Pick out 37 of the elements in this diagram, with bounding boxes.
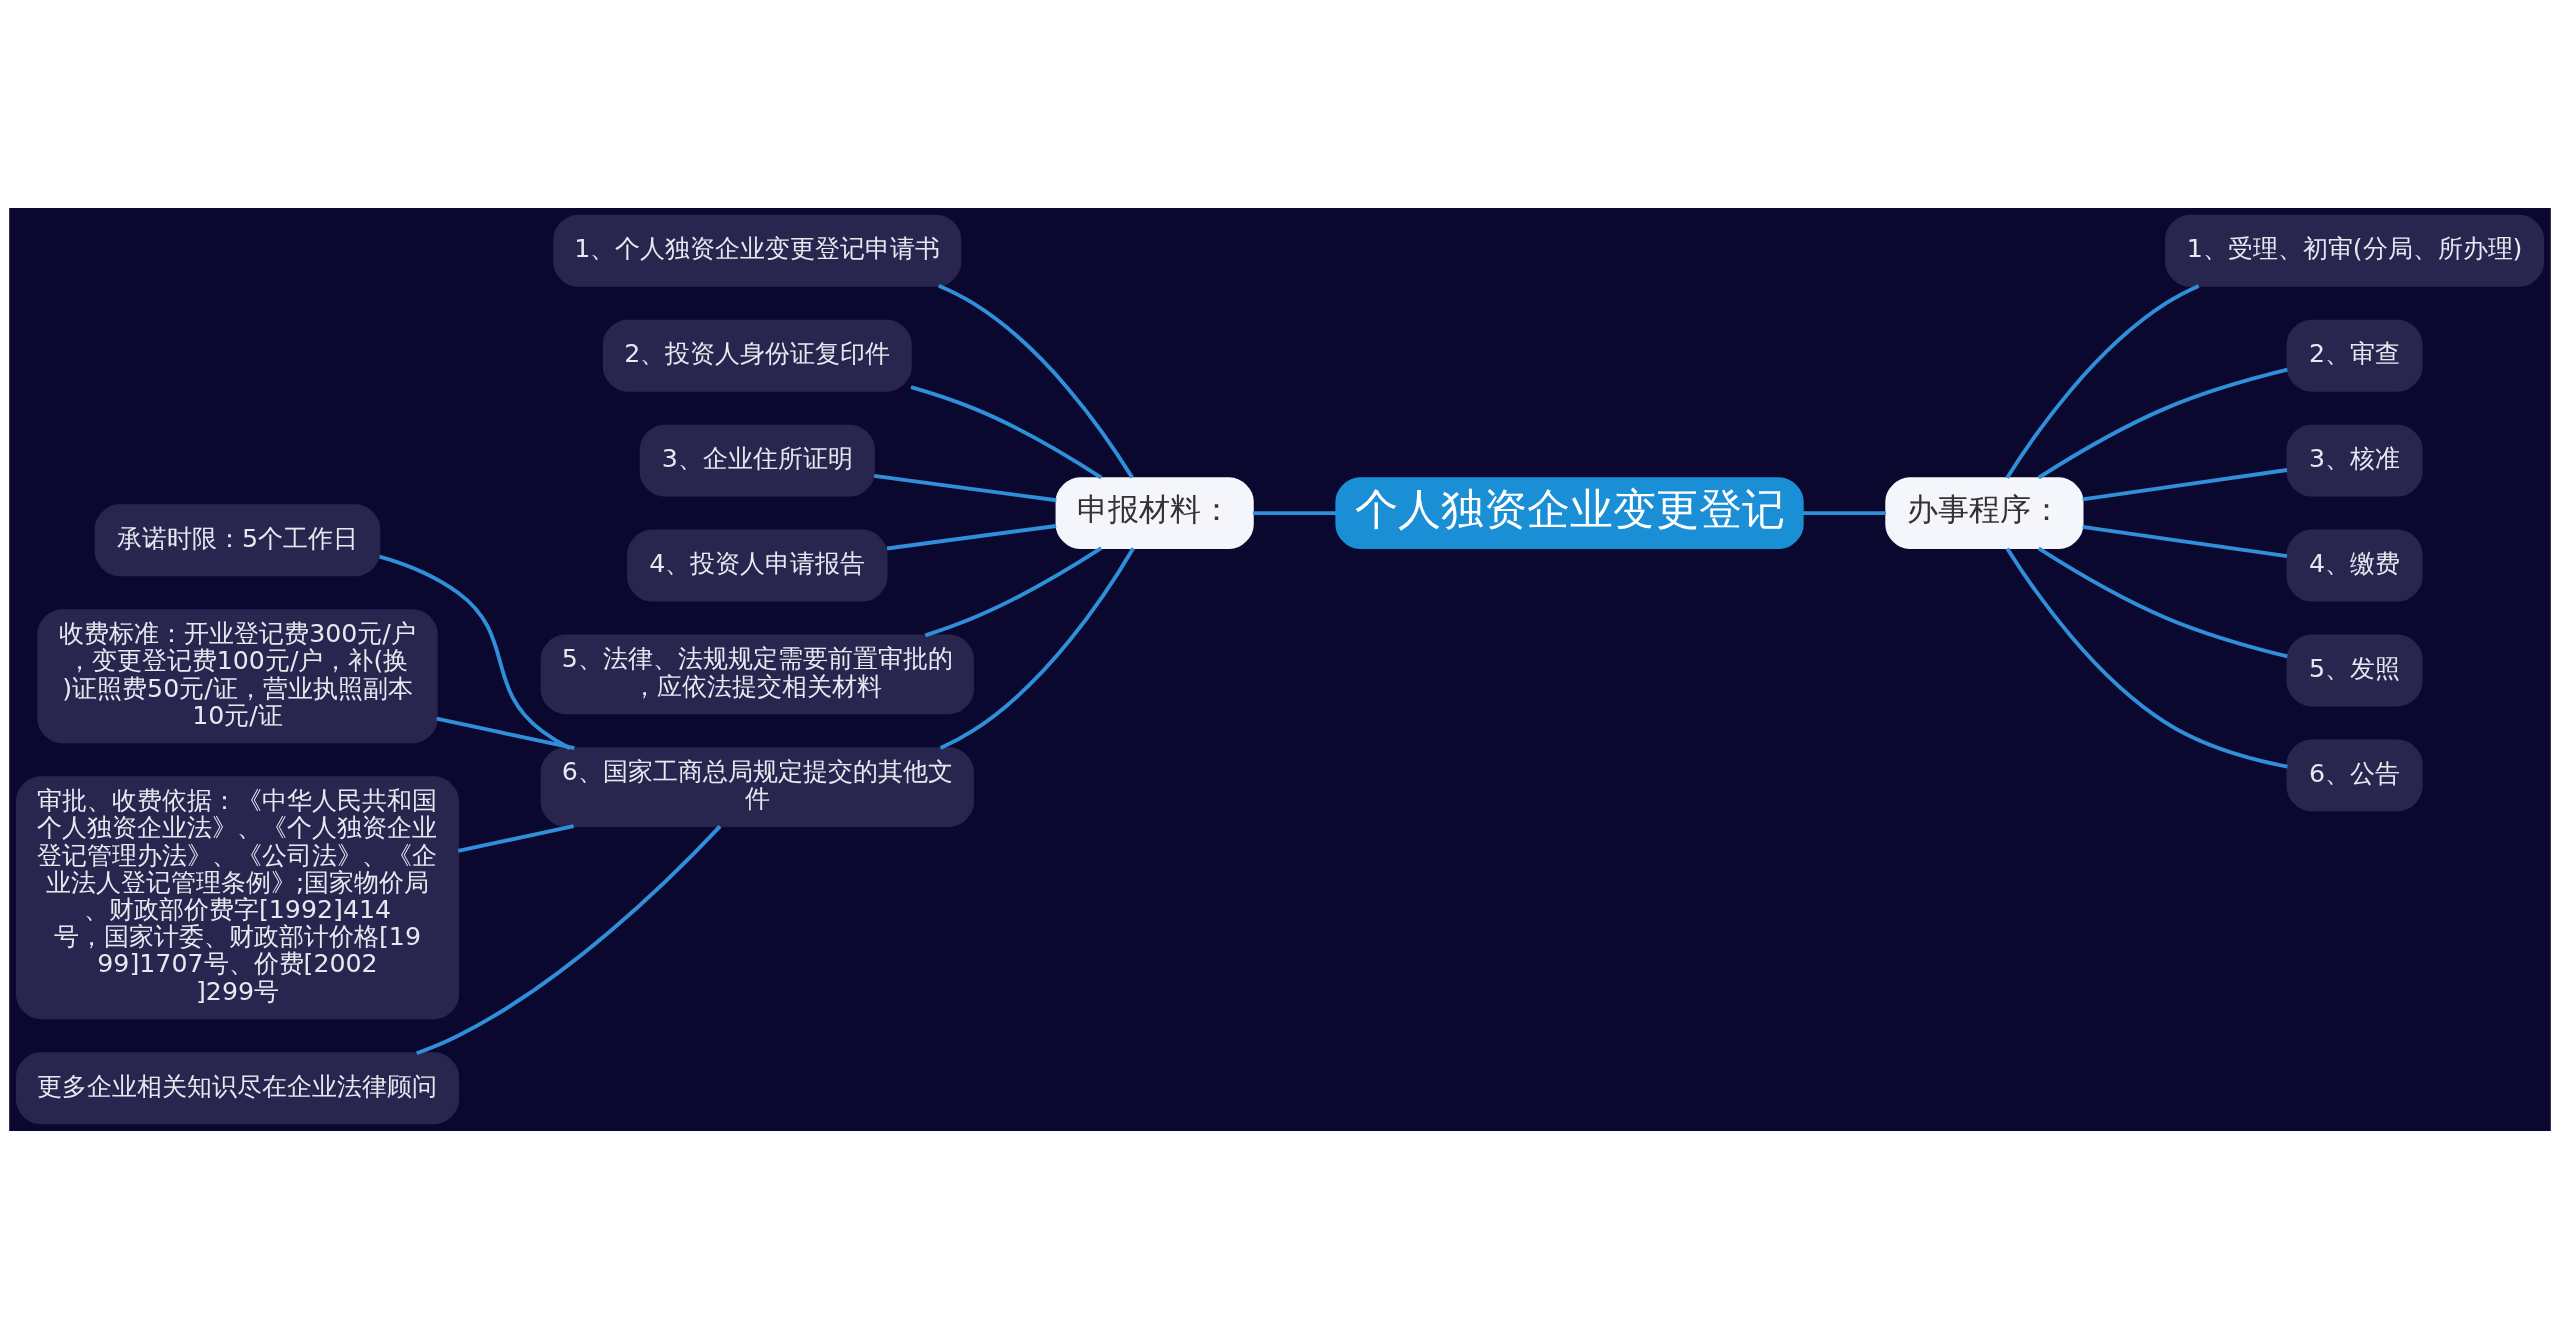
connector — [910, 384, 1103, 479]
node-box: 更多企业相关知识尽在企业法律顾问 — [15, 1051, 459, 1124]
node-box: 个人独资企业变更登记 — [1335, 476, 1804, 549]
connector — [2082, 524, 2288, 558]
connector — [1252, 510, 1337, 515]
connector — [873, 473, 1057, 502]
node-box: 6、国家工商总局规定提交的其他文件 — [540, 746, 974, 827]
node-box: 申报材料： — [1055, 476, 1254, 549]
node-box: 承诺时限：5个工作日 — [94, 503, 381, 576]
node-box: 4、投资人申请报告 — [627, 529, 888, 601]
connector — [2005, 546, 2288, 769]
connector — [924, 546, 1103, 637]
connector — [2037, 367, 2288, 479]
node-box: 1、受理、初审(分局、所办理) — [2165, 214, 2544, 287]
node-box: 3、核准 — [2286, 424, 2423, 497]
connector — [457, 823, 575, 853]
node-box: 审批、收费依据：《中华人民共和国个人独资企业法》、《个人独资企业登记管理办法》、《公司法》、《企业法人登记管理条例》;国家物价局、财政部价费字[1992]414号，国家计委、财政部计价格[1999]1707号、价费[2002]299号 — [15, 775, 459, 1019]
connector — [416, 824, 722, 1055]
node-box: 3、企业住所证明 — [639, 424, 875, 497]
connector — [379, 554, 571, 750]
node-box: 5、法律、法规规定需要前置审批的，应依法提交相关材料 — [540, 634, 974, 714]
node-box: 6、公告 — [2286, 738, 2423, 811]
node-box: 4、缴费 — [2286, 529, 2423, 601]
connector — [939, 546, 1135, 750]
node-box: 办事程序： — [1885, 476, 2084, 549]
connector — [2005, 283, 2200, 479]
node-box: 5、发照 — [2286, 634, 2423, 706]
node-box: 1、个人独资企业变更登记申请书 — [553, 214, 962, 287]
connector — [1802, 510, 1886, 515]
connector — [2037, 546, 2288, 658]
node-box: 2、投资人身份证复印件 — [602, 319, 912, 392]
connector — [886, 523, 1057, 550]
connector — [938, 283, 1134, 478]
connector — [436, 716, 575, 750]
node-box: 2、审查 — [2286, 319, 2423, 392]
node-box: 收费标准：开业登记费300元/户，变更登记费100元/户，补(换)证照费50元/证，营业执照副本10元/证 — [37, 608, 438, 743]
connector — [2082, 467, 2288, 501]
